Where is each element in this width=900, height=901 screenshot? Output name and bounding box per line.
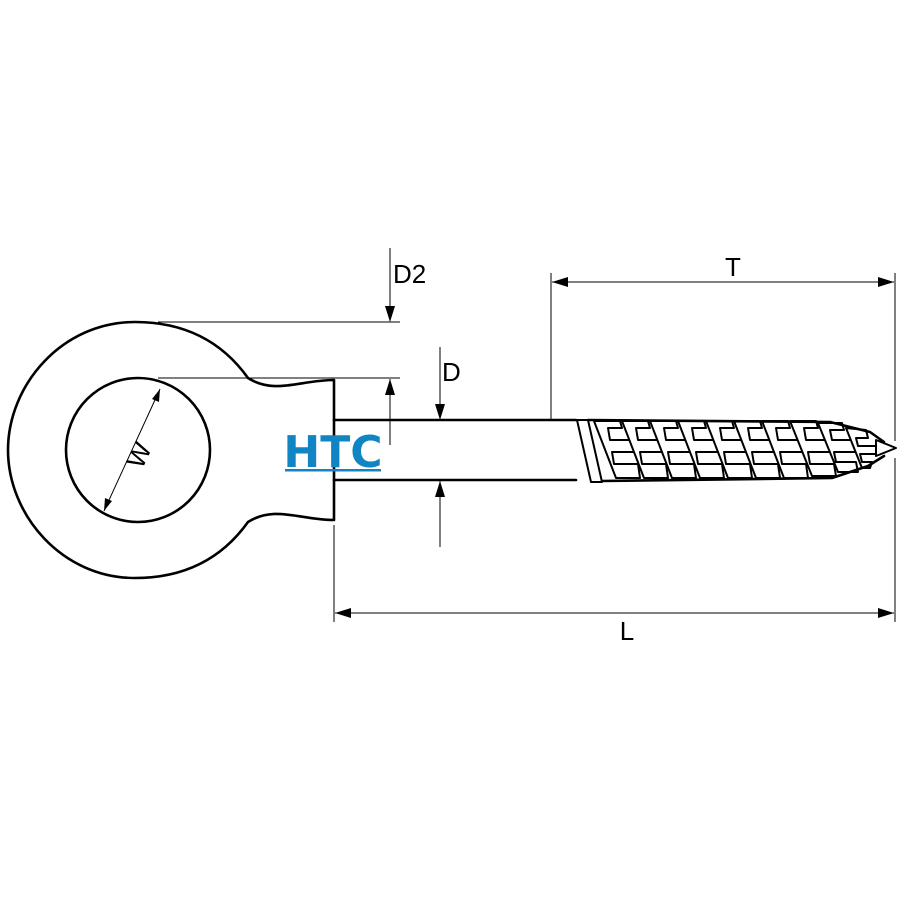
eye-inner-hole	[64, 376, 212, 524]
l-arrowhead-right	[878, 608, 894, 618]
w-label: W	[120, 437, 158, 472]
screw-tip	[875, 439, 897, 457]
thread-core-bottom	[600, 454, 886, 483]
w-dimension-line	[103, 388, 161, 512]
threaded-section	[576, 418, 897, 483]
d2-label: D2	[393, 259, 426, 289]
dimension-d2: D2	[158, 248, 426, 445]
d2-arrowhead-bottom	[385, 379, 395, 395]
d-arrowhead-top	[435, 404, 445, 420]
eye-ring	[6, 320, 336, 580]
d2-arrowhead-top	[385, 306, 395, 322]
d-arrowhead-bottom	[435, 481, 445, 497]
l-arrowhead-left	[335, 608, 351, 618]
dimension-d: D	[435, 347, 461, 547]
w-arrowhead	[104, 498, 112, 511]
dimension-t: T	[550, 252, 896, 441]
dimension-w: W	[103, 388, 161, 512]
thread-core-top	[586, 418, 886, 444]
shank-outline	[332, 418, 578, 482]
l-label: L	[620, 616, 634, 646]
dimension-l: L	[333, 458, 896, 646]
htc-logo-underline	[285, 469, 381, 472]
w-arrowhead	[152, 389, 160, 402]
htc-logo: HTC	[283, 427, 382, 478]
eye-outer-outline	[6, 320, 336, 580]
t-label: T	[725, 252, 741, 282]
t-arrowhead-right	[878, 277, 894, 287]
t-arrowhead-left	[552, 277, 568, 287]
d-label: D	[442, 357, 461, 387]
